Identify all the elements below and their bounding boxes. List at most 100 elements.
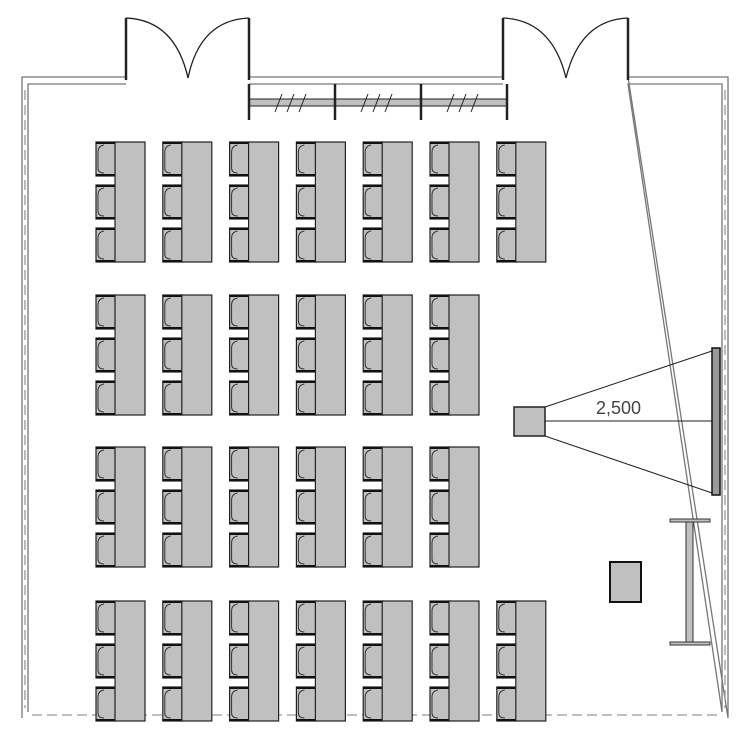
desk <box>515 141 547 263</box>
desk-group <box>295 141 346 263</box>
chair <box>429 184 451 220</box>
desk <box>448 600 480 722</box>
desk-group <box>429 446 480 568</box>
chair <box>429 227 451 263</box>
chair <box>295 686 317 722</box>
desk-group <box>362 600 413 722</box>
desk <box>381 294 413 416</box>
double-door-left <box>124 17 251 80</box>
desk-group <box>162 141 213 263</box>
desk-group <box>95 446 146 568</box>
chair <box>162 141 184 177</box>
chair <box>429 446 451 482</box>
desk-group <box>429 600 480 722</box>
projection-setup: 2,500 <box>513 347 721 496</box>
chair <box>362 489 384 525</box>
chair <box>429 643 451 679</box>
chair <box>362 380 384 416</box>
desk <box>448 294 480 416</box>
desk <box>181 446 213 568</box>
chair <box>95 600 117 636</box>
chair <box>162 532 184 568</box>
chair <box>362 643 384 679</box>
desk <box>248 141 280 263</box>
desk <box>515 600 547 722</box>
desk-group <box>95 141 146 263</box>
chair <box>362 227 384 263</box>
desk-group <box>295 446 346 568</box>
chair <box>95 294 117 330</box>
chair <box>496 600 518 636</box>
chair <box>229 337 251 373</box>
desk-group <box>162 294 213 416</box>
desk <box>314 446 346 568</box>
chair <box>162 294 184 330</box>
chair <box>362 294 384 330</box>
chair <box>295 337 317 373</box>
chair <box>95 380 117 416</box>
walls <box>21 76 729 719</box>
chair <box>162 184 184 220</box>
desk-group <box>229 141 280 263</box>
desk-group <box>229 600 280 722</box>
desk-group <box>362 294 413 416</box>
chair <box>295 532 317 568</box>
chair <box>162 643 184 679</box>
chair <box>295 184 317 220</box>
desk-group <box>496 141 547 263</box>
desk-group <box>162 446 213 568</box>
desk <box>181 294 213 416</box>
desk <box>381 600 413 722</box>
chair <box>429 686 451 722</box>
chair <box>162 227 184 263</box>
chair <box>295 600 317 636</box>
chair <box>295 294 317 330</box>
projection-screen <box>711 347 721 496</box>
desk <box>248 446 280 568</box>
chair <box>429 380 451 416</box>
double-door-right <box>501 17 630 80</box>
chair <box>362 184 384 220</box>
chair <box>229 141 251 177</box>
chair <box>229 600 251 636</box>
desk-group <box>229 446 280 568</box>
chair <box>162 380 184 416</box>
chair <box>95 686 117 722</box>
desk <box>314 600 346 722</box>
chair <box>429 532 451 568</box>
chair <box>229 489 251 525</box>
chair <box>295 380 317 416</box>
desk <box>248 294 280 416</box>
whiteboard-stand <box>669 518 711 646</box>
chair <box>496 686 518 722</box>
projector <box>513 406 546 437</box>
desk-group <box>229 294 280 416</box>
chair <box>229 380 251 416</box>
chair <box>95 489 117 525</box>
desk <box>114 600 146 722</box>
chair <box>162 446 184 482</box>
chair <box>429 489 451 525</box>
chair <box>229 446 251 482</box>
desk-group <box>362 141 413 263</box>
desk <box>181 600 213 722</box>
chair <box>162 686 184 722</box>
chair <box>162 489 184 525</box>
desk-group <box>295 600 346 722</box>
chair <box>229 532 251 568</box>
chair <box>295 227 317 263</box>
chair <box>496 141 518 177</box>
chair <box>229 294 251 330</box>
desk <box>448 446 480 568</box>
chair <box>95 141 117 177</box>
desk <box>314 141 346 263</box>
desk-group <box>162 600 213 722</box>
desk <box>381 141 413 263</box>
chair <box>429 337 451 373</box>
chair <box>429 141 451 177</box>
chair <box>95 184 117 220</box>
window-cabinet-strip <box>247 84 509 120</box>
desk <box>114 294 146 416</box>
desk-group <box>429 294 480 416</box>
